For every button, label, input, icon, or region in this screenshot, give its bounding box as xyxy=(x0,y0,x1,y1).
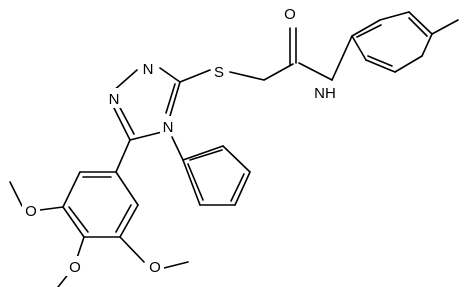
bond xyxy=(179,69,211,83)
methoxy-oxygen-middle-label: O xyxy=(69,259,81,276)
bond xyxy=(431,19,459,35)
bond xyxy=(129,131,163,141)
bond xyxy=(367,55,393,67)
bond xyxy=(356,24,382,38)
bond xyxy=(115,139,131,173)
bond xyxy=(76,236,85,259)
bond xyxy=(115,171,139,206)
bond xyxy=(62,206,85,238)
bond xyxy=(331,35,353,81)
bond xyxy=(189,149,223,161)
atom-labels: O S NH N N N O O O xyxy=(22,2,339,276)
bond xyxy=(421,33,433,57)
triazole-n4-label: N xyxy=(163,119,174,136)
bond xyxy=(159,67,181,83)
bond xyxy=(234,171,251,206)
oxygen-carbonyl-label: O xyxy=(284,6,296,23)
bond xyxy=(187,163,204,201)
sulfur-label: S xyxy=(214,64,224,81)
bond xyxy=(62,171,81,208)
bond xyxy=(229,71,265,81)
bond xyxy=(171,136,184,161)
bond xyxy=(351,19,381,37)
methoxy-oxygen-left-label: O xyxy=(25,203,37,220)
bond xyxy=(68,206,89,233)
bond xyxy=(351,35,367,61)
bond xyxy=(165,83,176,114)
bond xyxy=(39,206,64,211)
bond xyxy=(408,17,428,37)
bond xyxy=(222,145,251,173)
triazole-n1-label: N xyxy=(143,61,154,78)
bond xyxy=(119,204,139,238)
bond xyxy=(408,11,433,35)
amide-nh-label: NH xyxy=(314,85,336,102)
bonds xyxy=(9,11,459,287)
bond xyxy=(182,159,201,206)
bond xyxy=(263,63,294,81)
bond xyxy=(111,103,131,141)
triazole-n2-label: N xyxy=(109,91,120,108)
bond xyxy=(230,173,245,202)
bond xyxy=(115,204,132,233)
methoxy-oxygen-right-label: O xyxy=(149,259,161,276)
bond xyxy=(365,59,396,73)
bond xyxy=(298,62,333,81)
bond xyxy=(394,55,423,73)
bond xyxy=(169,81,181,117)
bond xyxy=(182,145,224,161)
bond xyxy=(117,103,135,135)
bond xyxy=(379,11,410,21)
bond xyxy=(9,181,23,207)
bond xyxy=(119,236,145,263)
bond xyxy=(163,261,189,269)
